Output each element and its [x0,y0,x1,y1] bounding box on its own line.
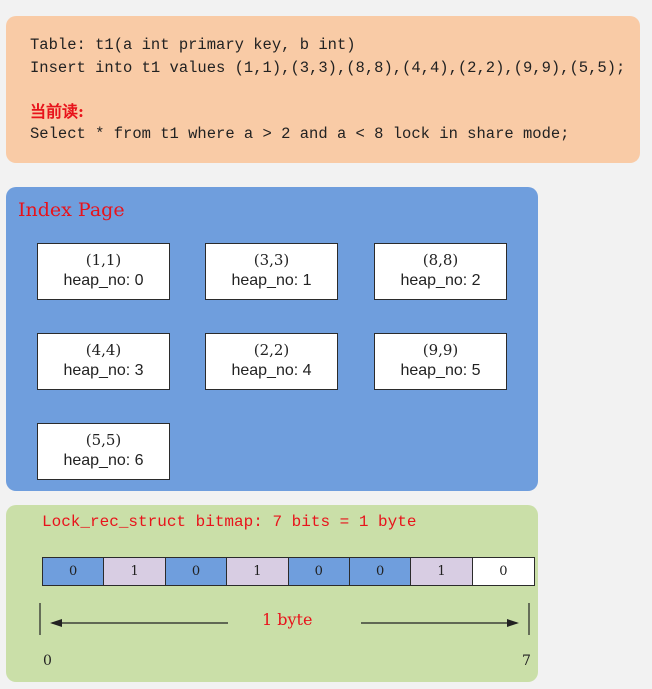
byte-label: 1 byte [262,610,313,629]
sql-insert-statement: Insert into t1 values (1,1),(3,3),(8,8),… [30,59,626,77]
arrow-right-head [507,619,519,627]
record-tuple: (4,4) [85,341,122,359]
record-box: (2,2) heap_no: 4 [205,333,338,390]
bit-cell: 0 [472,558,535,585]
byte-span-arrow [39,603,530,635]
bit-cell: 1 [104,558,166,585]
record-box: (8,8) heap_no: 2 [374,243,507,300]
record-heap-no: heap_no: 6 [63,452,144,469]
sql-panel: Table: t1(a int primary key, b int) Inse… [6,16,640,163]
bit-cell: 0 [288,558,350,585]
bitmap-panel: Lock_rec_struct bitmap: 7 bits = 1 byte … [6,505,538,682]
bit-end-label: 7 [522,653,531,669]
bitmap-title: Lock_rec_struct bitmap: 7 bits = 1 byte [42,513,417,531]
bit-cell: 0 [43,558,105,585]
record-tuple: (5,5) [85,431,122,449]
record-heap-no: heap_no: 4 [231,362,312,379]
record-box: (3,3) heap_no: 1 [205,243,338,300]
record-heap-no: heap_no: 3 [63,362,144,379]
arrow-left-head [50,619,62,627]
bit-start-label: 0 [43,653,52,669]
record-tuple: (9,9) [422,341,459,359]
record-box: (1,1) heap_no: 0 [37,243,170,300]
sql-table-definition: Table: t1(a int primary key, b int) [30,36,356,54]
index-page-panel: Index Page (1,1) heap_no: 0 (3,3) heap_n… [6,187,538,491]
bit-cell: 1 [411,558,473,585]
bit-cell: 0 [349,558,412,585]
record-heap-no: heap_no: 1 [231,272,312,289]
record-heap-no: heap_no: 0 [63,272,144,289]
record-box: (4,4) heap_no: 3 [37,333,170,390]
sql-select-statement: Select * from t1 where a > 2 and a < 8 l… [30,125,570,143]
record-box: (5,5) heap_no: 6 [37,423,170,480]
record-tuple: (3,3) [253,251,290,269]
bit-cell: 0 [165,558,228,585]
record-tuple: (1,1) [85,251,122,269]
current-read-label: 当前读: [30,102,84,121]
record-box: (9,9) heap_no: 5 [374,333,507,390]
record-heap-no: heap_no: 2 [400,272,481,289]
bitmap-row: 0 1 0 1 0 0 1 0 [42,557,536,586]
record-heap-no: heap_no: 5 [400,362,481,379]
bit-cell: 1 [227,558,289,585]
index-page-title: Index Page [18,199,125,221]
record-tuple: (8,8) [422,251,459,269]
record-tuple: (2,2) [253,341,290,359]
